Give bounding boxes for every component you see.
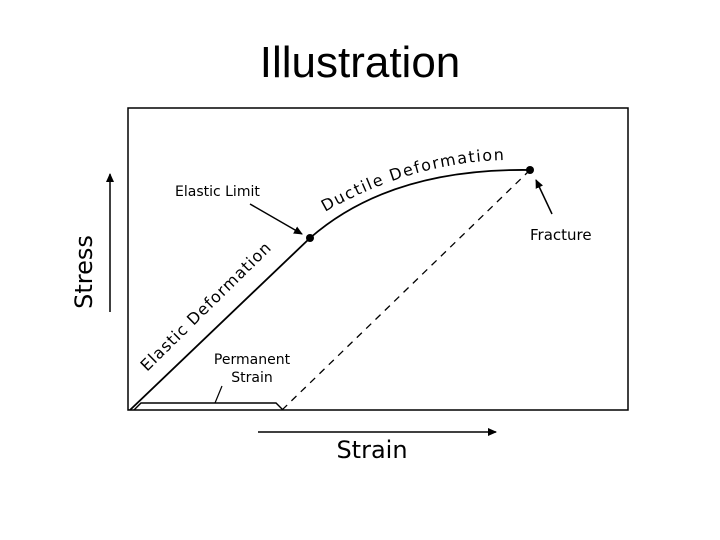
- elastic-limit-label: Elastic Limit: [175, 184, 260, 200]
- stress-axis-label: Stress: [70, 235, 98, 309]
- ductile-curve: [309, 169, 531, 239]
- strain-axis-label: Strain: [336, 436, 407, 464]
- permanent-strain-bracket: [133, 402, 284, 411]
- diagram-frame: [127, 107, 629, 411]
- permanent-strain-label-line1: Permanent: [214, 352, 291, 368]
- elastic-limit-pointer: [249, 203, 303, 235]
- fracture-pointer: [535, 179, 553, 215]
- slide-title: Illustration: [259, 38, 461, 87]
- elastic-line: [129, 237, 311, 411]
- fracture-label: Fracture: [530, 226, 592, 244]
- unloading-dashed-line: [281, 169, 531, 411]
- permanent-strain-label-line2: Strain: [231, 370, 272, 386]
- permanent-strain-pointer: [214, 385, 223, 404]
- fracture-point: [526, 166, 534, 174]
- elastic-limit-point: [306, 234, 314, 242]
- ductile-deformation-label: Ductile Deformation: [318, 145, 506, 215]
